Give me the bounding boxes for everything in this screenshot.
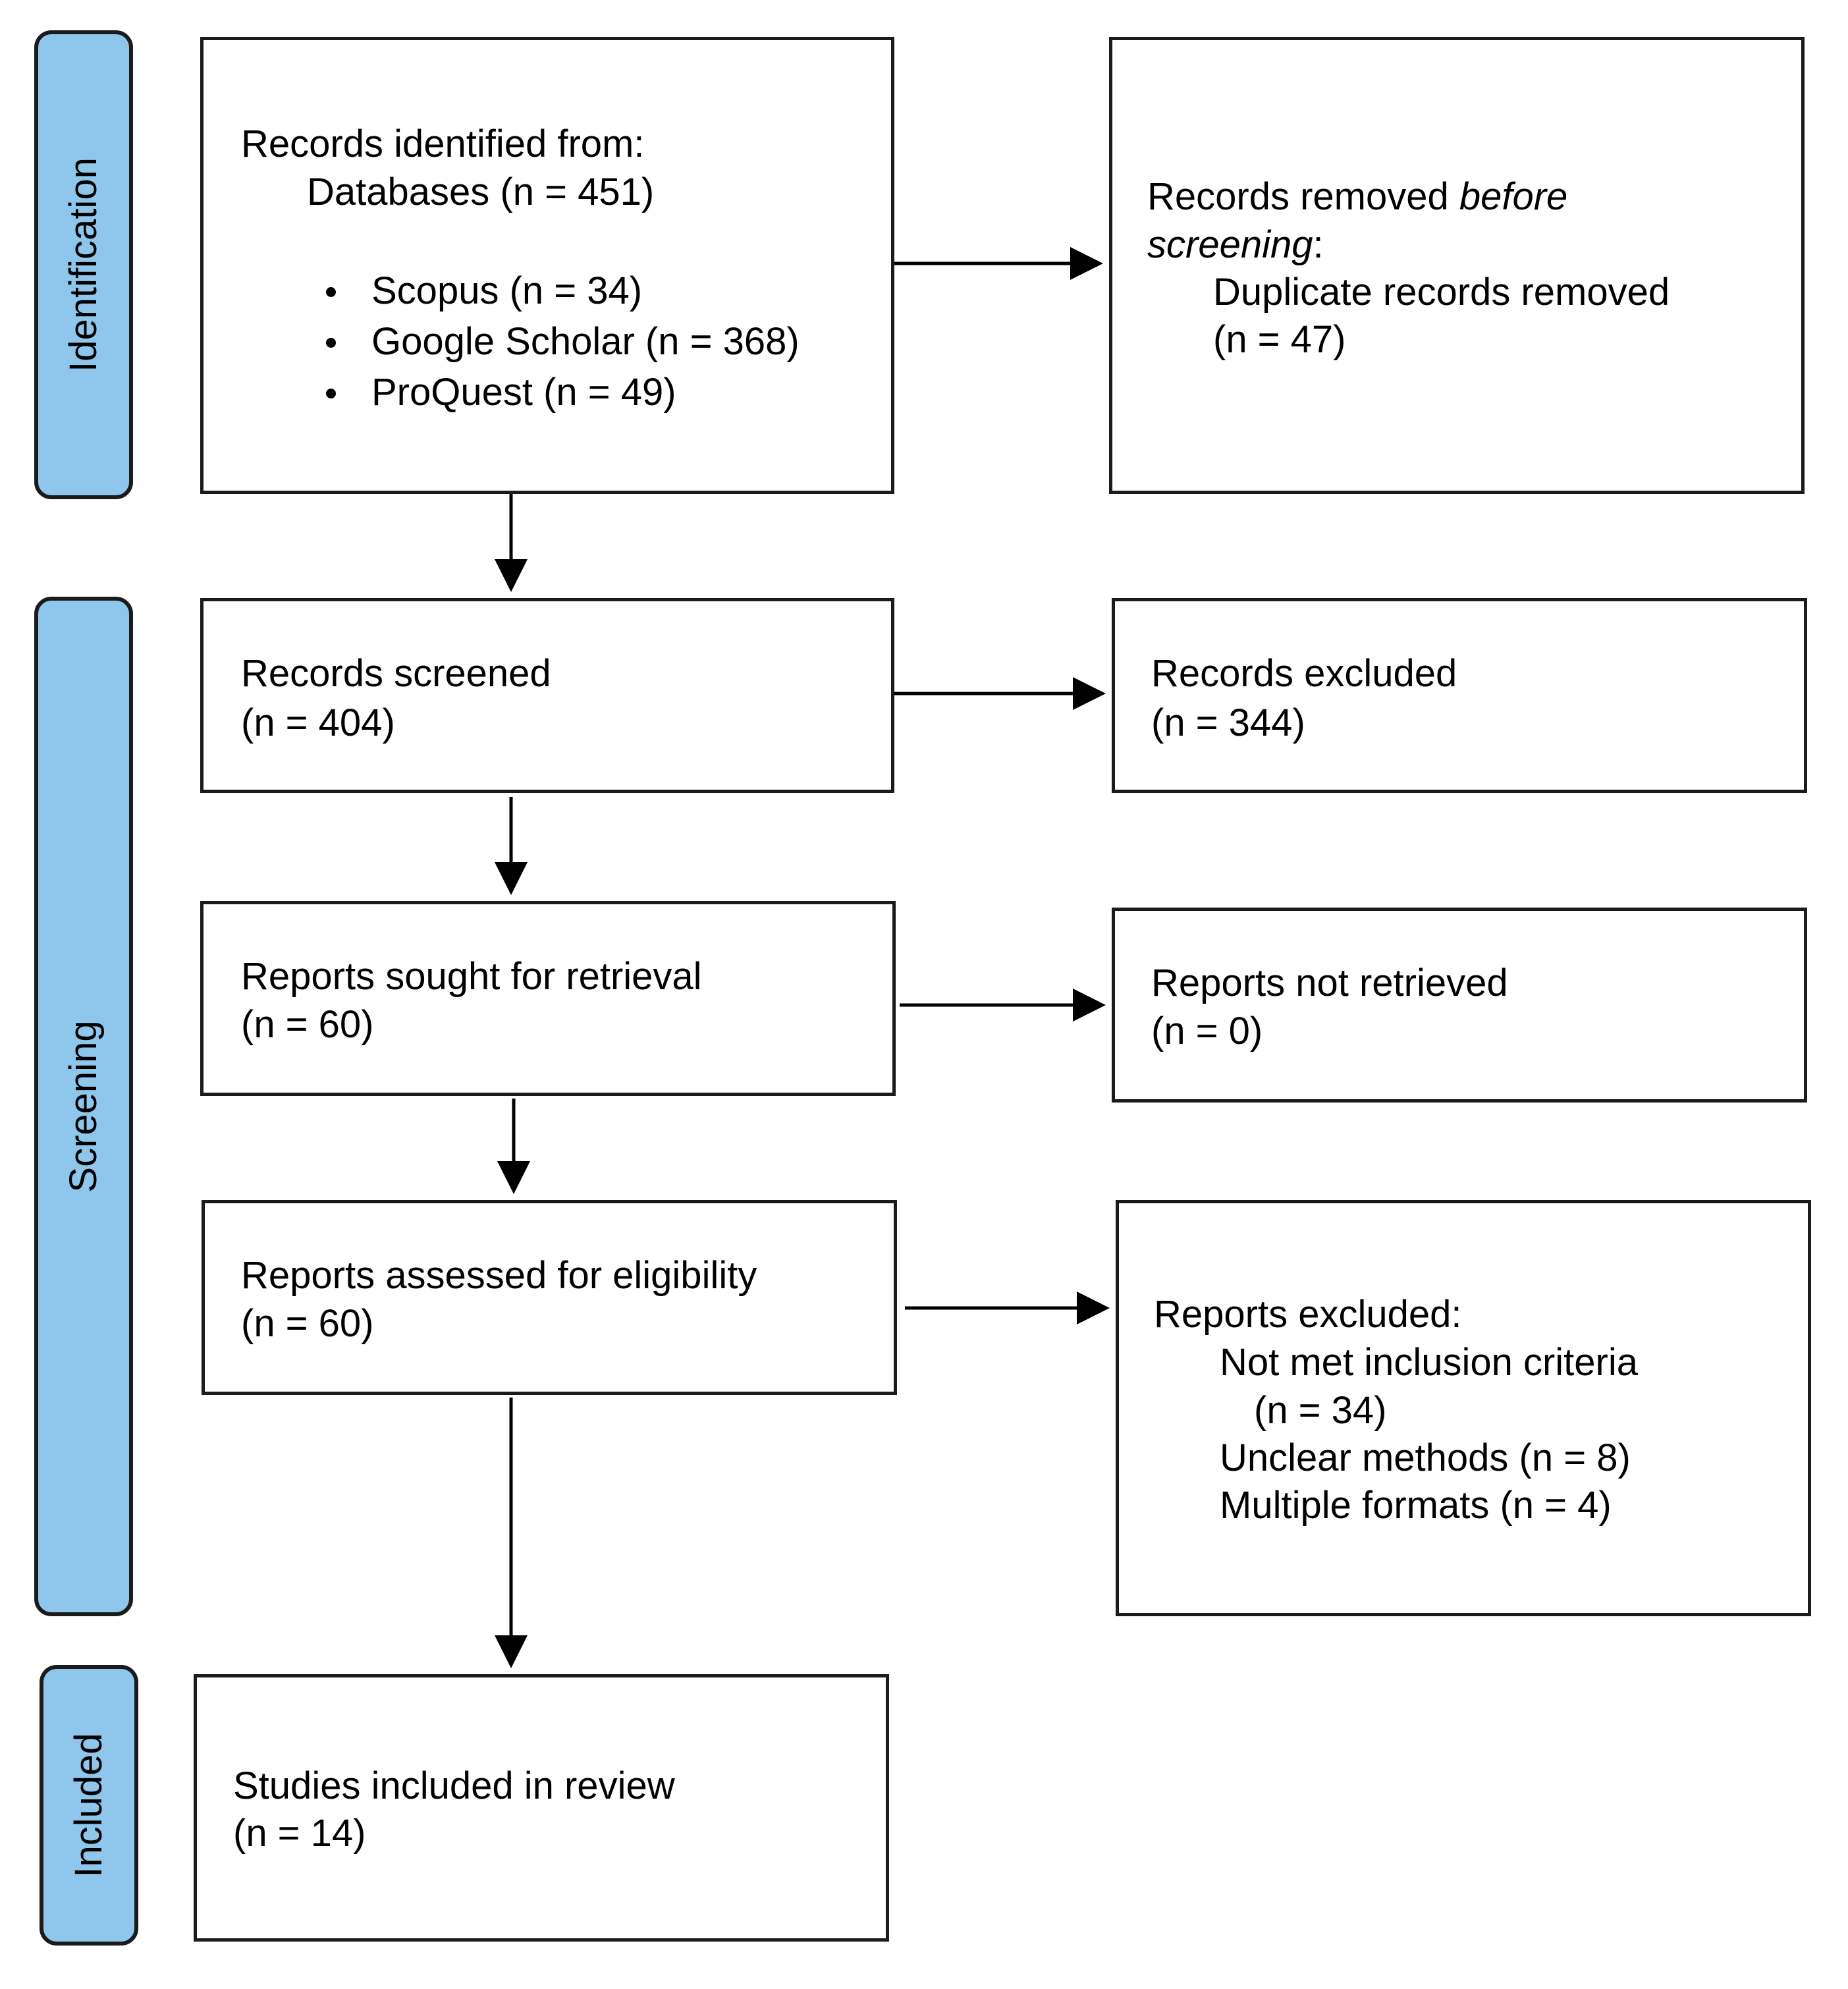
bullet-icon (326, 389, 336, 398)
records-screened-box: Records screened (n = 404) (200, 598, 894, 793)
duplicates-removed-count: (n = 47) (1213, 318, 1346, 361)
screening-emphasis: screening (1147, 223, 1313, 266)
records-identified-heading: Records identified from: (241, 123, 645, 165)
records-screened-label: Records screened (241, 652, 551, 695)
phase-screening: Screening (34, 597, 133, 1616)
reports-sought-box: Reports sought for retrieval (n = 60) (200, 901, 896, 1096)
duplicates-removed-label: Duplicate records removed (1213, 271, 1670, 313)
studies-included-label: Studies included in review (233, 1764, 675, 1807)
reports-excluded-heading: Reports excluded: (1154, 1293, 1462, 1336)
databases-count: Databases (n = 451) (307, 171, 655, 213)
before-emphasis: before (1459, 175, 1568, 218)
records-screened-count: (n = 404) (241, 701, 395, 744)
colon: : (1313, 223, 1324, 266)
reports-assessed-count: (n = 60) (241, 1302, 374, 1345)
records-excluded-count: (n = 344) (1151, 701, 1305, 744)
source-scopus: Scopus (n = 34) (371, 269, 643, 312)
reports-sought-count: (n = 60) (241, 1003, 374, 1046)
reports-excluded-box: Reports excluded: Not met inclusion crit… (1116, 1200, 1811, 1616)
unclear-methods-label: Unclear methods (n = 8) (1220, 1436, 1631, 1479)
studies-included-box: Studies included in review (n = 14) (194, 1674, 889, 1942)
phase-identification: Identification (34, 30, 133, 499)
records-excluded-box: Records excluded (n = 344) (1112, 598, 1807, 793)
records-removed-prefix: Records removed (1147, 175, 1459, 218)
phase-included: Included (40, 1665, 138, 1946)
bullet-icon (326, 287, 336, 297)
studies-included-count: (n = 14) (233, 1812, 366, 1855)
reports-assessed-box: Reports assessed for eligibility (n = 60… (202, 1200, 897, 1395)
reports-sought-label: Reports sought for retrieval (241, 955, 702, 998)
reports-assessed-label: Reports assessed for eligibility (241, 1254, 757, 1297)
reports-not-retrieved-label: Reports not retrieved (1151, 962, 1508, 1004)
multiple-formats-label: Multiple formats (n = 4) (1220, 1484, 1612, 1527)
not-met-criteria-label: Not met inclusion criteria (1220, 1341, 1638, 1384)
records-removed-heading: Records removed before (1147, 173, 1567, 221)
source-google-scholar: Google Scholar (n = 368) (371, 320, 800, 363)
reports-not-retrieved-count: (n = 0) (1151, 1010, 1263, 1052)
bullet-icon (326, 338, 336, 348)
screening-emphasis-line: screening: (1147, 221, 1324, 269)
records-removed-box: Records removed before screening: Duplic… (1109, 37, 1805, 494)
not-met-criteria-count: (n = 34) (1254, 1389, 1387, 1432)
reports-not-retrieved-box: Reports not retrieved (n = 0) (1112, 908, 1807, 1103)
records-excluded-label: Records excluded (1151, 652, 1457, 695)
records-identified-box: Records identified from: Databases (n = … (200, 37, 894, 494)
source-proquest: ProQuest (n = 49) (371, 371, 676, 414)
